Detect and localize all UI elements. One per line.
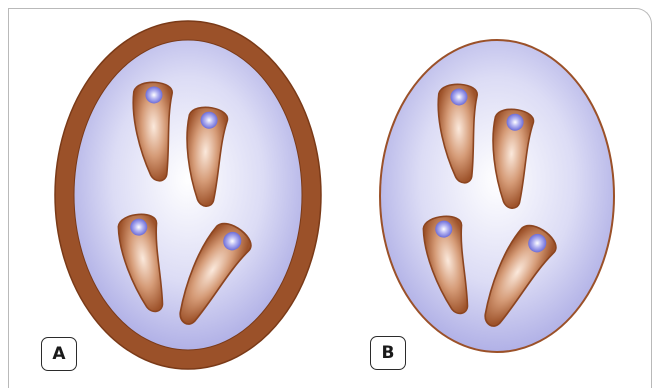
panel-label-a: A <box>41 337 77 371</box>
panel-a-ascus <box>55 21 321 369</box>
panel-label-b: B <box>370 336 406 370</box>
panel-b-ascus <box>380 40 614 352</box>
